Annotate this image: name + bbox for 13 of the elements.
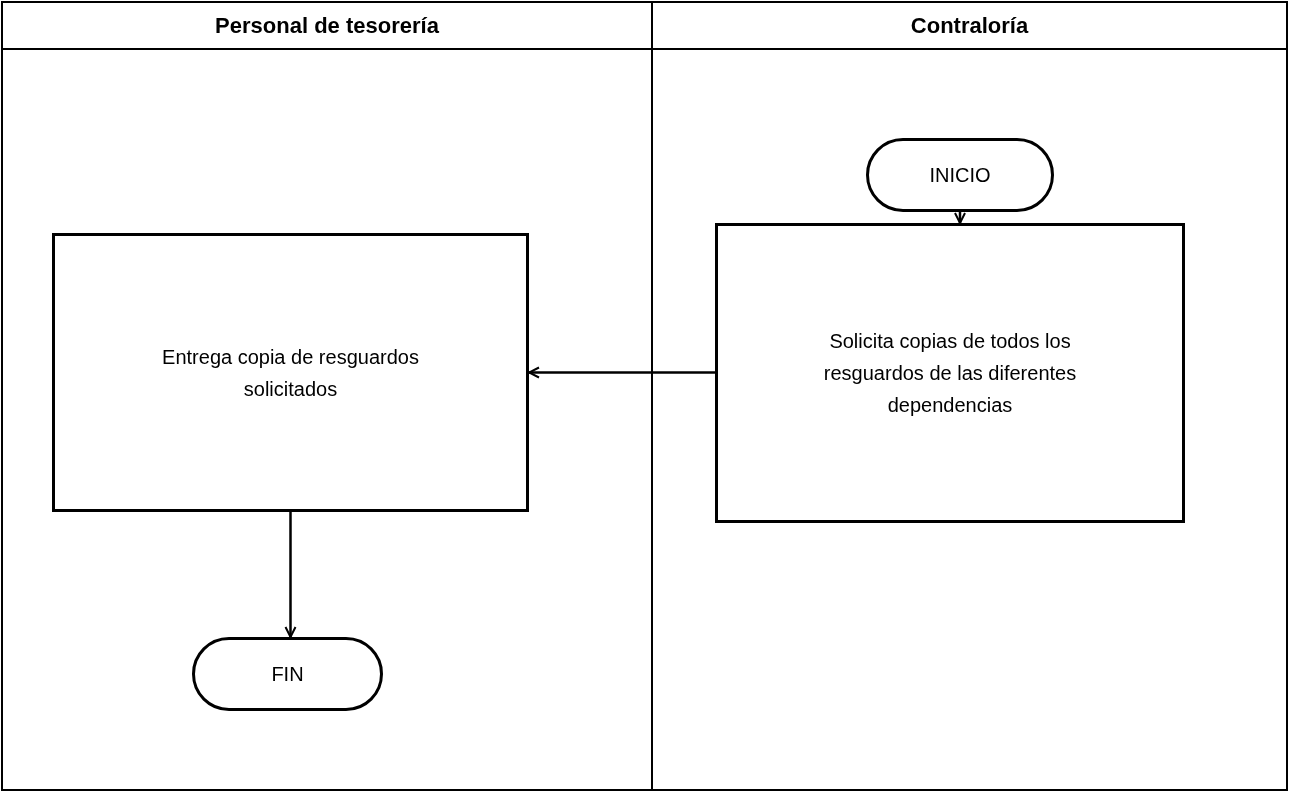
lane-heading: Contraloría: [910, 12, 1029, 39]
arrow: [284, 512, 297, 638]
swimlane: [651, 1, 1288, 791]
process-box: [52, 233, 529, 512]
swimlane: [1, 1, 653, 791]
process-box: [715, 223, 1185, 523]
lane-heading: Personal de tesorería: [215, 12, 439, 39]
node-label: Entrega copia de resguardos solicitados: [161, 344, 420, 402]
arrow: [528, 366, 715, 379]
node-label: FIN: [270, 662, 305, 687]
node-label: INICIO: [928, 163, 992, 188]
node-label: Solicita copias de todos los resguardos de las diferentes dependencias: [822, 329, 1078, 418]
arrow: [954, 212, 966, 224]
